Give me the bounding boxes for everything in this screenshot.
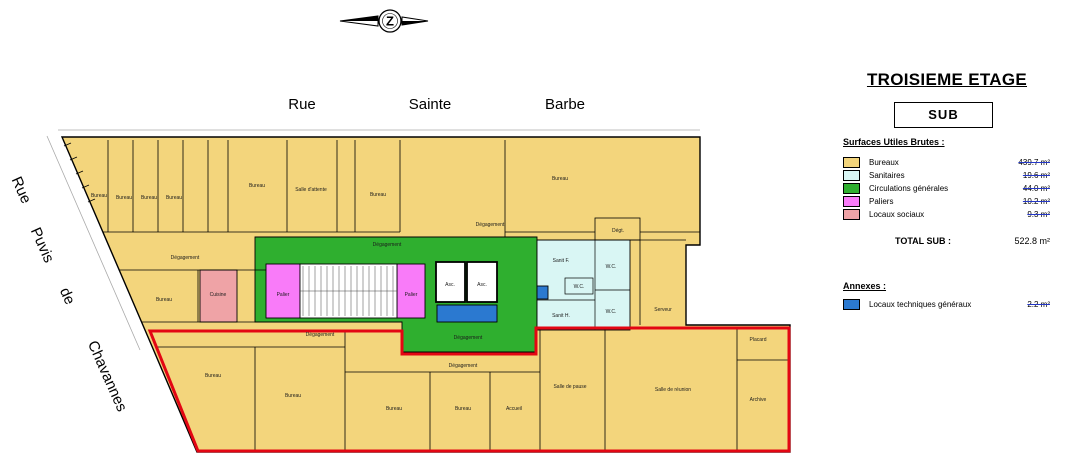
legend-label: Circulations générales [869,184,949,193]
room-label: Bureau [455,406,471,412]
room-label: Salle de réunion [655,387,691,393]
legend-swatch-bureaux [843,157,860,168]
room-label: Asc. [477,282,487,288]
degt-room [594,217,641,241]
sub-boundary-outline [147,326,791,453]
legend-row: Bureaux 439.7 m² [843,156,1050,169]
legend-swatch-locaux-sociaux [843,209,860,220]
room-label: Bureau [156,297,172,303]
room-label: Dégagement [476,222,505,228]
legend-value: 10.2 m² [1022,197,1050,206]
room-label: Bureau [166,195,182,201]
room-label: Palier [405,292,418,298]
room-label: Bureau [285,393,301,399]
street-name-left: Chavannes [84,338,130,414]
room-label: W.C. [606,309,617,315]
room-label: W.C. [574,284,585,290]
legend-label: Sanitaires [869,171,905,180]
page-title: TROISIEME ETAGE [866,70,1028,89]
legend-value: 439.7 m² [1018,158,1050,167]
palier-left-zone [265,263,301,319]
legend-heading: Surfaces Utiles Brutes : [843,137,945,147]
total-label: TOTAL SUB : [895,236,951,246]
room-label: Bureau [141,195,157,201]
compass-letter: Z [386,14,394,29]
legend-swatch-circulations [843,183,860,194]
room-label: Serveur [654,307,672,313]
legend-value: 19.6 m² [1022,171,1050,180]
room-label: Bureau [249,183,265,189]
legend-value: 9.3 m² [1027,210,1050,219]
room-label: Bureau [91,193,107,199]
room-label: Asc. [445,282,455,288]
room-label: Dégt. [612,228,624,234]
legend-row: Locaux sociaux 9.3 m² [843,208,1050,221]
interior-walls [103,140,790,452]
room-label: Salle d'attente [295,187,327,193]
annex-rows: Locaux techniques généraux 2.2 m² [843,298,1050,311]
street-name-left: de [56,285,78,307]
elevator-right [466,261,498,303]
street-name-top: Sainte [409,96,452,113]
site-boundary-lines [46,129,700,351]
legend-swatch-locaux-techniques [843,299,860,310]
sub-box: SUB [894,102,993,128]
room-label: Salle de pause [553,384,586,390]
legend-swatch-paliers [843,196,860,207]
legend-swatch-sanitaires [843,170,860,181]
room-label: Bureau [205,373,221,379]
room-label: Dégagement [449,363,478,369]
north-arrow-icon: Z [339,9,429,33]
room-label: Placard [750,337,767,343]
technical-room-small [536,285,549,300]
room-label: Bureau [370,192,386,198]
legend-row: Sanitaires 19.6 m² [843,169,1050,182]
cuisine-zone [199,269,238,323]
street-name-top: Rue [288,96,316,113]
total-value: 522.8 m² [1014,236,1050,246]
technical-room-zone [436,304,498,323]
room-label: Dégagement [373,242,402,248]
street-name-top: Barbe [545,96,585,113]
room-label: Sanit F. [553,258,570,264]
elevator-left [435,261,466,303]
room-label: Bureau [552,176,568,182]
stair-treads [300,266,397,316]
room-label: Archive [750,397,767,403]
legend-row: Paliers 10.2 m² [843,195,1050,208]
room-labels: Bureau Bureau Bureau Bureau Bureau Salle… [91,176,767,412]
room-label: Sanit H. [552,313,570,319]
palier-right-zone [396,263,426,319]
legend-row: Circulations générales 44.0 m² [843,182,1050,195]
street-name-left: Rue [8,174,35,206]
room-label: Cuisine [210,292,227,298]
legend-label: Locaux techniques généraux [869,300,972,309]
room-label: Bureau [116,195,132,201]
room-label: Accueil [506,406,522,412]
sawtooth-edge [63,142,96,203]
room-label: Dégagement [454,335,483,341]
legend-row: Locaux techniques généraux 2.2 m² [843,298,1050,311]
legend-label: Paliers [869,197,894,206]
room-label: Dégagement [306,332,335,338]
sanitaires-walls [537,240,630,330]
room-label: Palier [277,292,290,298]
room-label: Bureau [386,406,402,412]
room-label: W.C. [606,264,617,270]
legend-label: Bureaux [869,158,899,167]
legend-total-row: TOTAL SUB : 522.8 m² [843,236,1050,246]
annexes-heading: Annexes : [843,281,887,291]
street-name-left: Puvis [27,225,57,265]
legend-rows: Bureaux 439.7 m² Sanitaires 19.6 m² Circ… [843,156,1050,221]
legend-label: Locaux sociaux [869,210,925,219]
room-label: Dégagement [171,255,200,261]
legend-value: 44.0 m² [1022,184,1050,193]
legend-value: 2.2 m² [1027,300,1050,309]
wc-middle-box [564,277,594,295]
